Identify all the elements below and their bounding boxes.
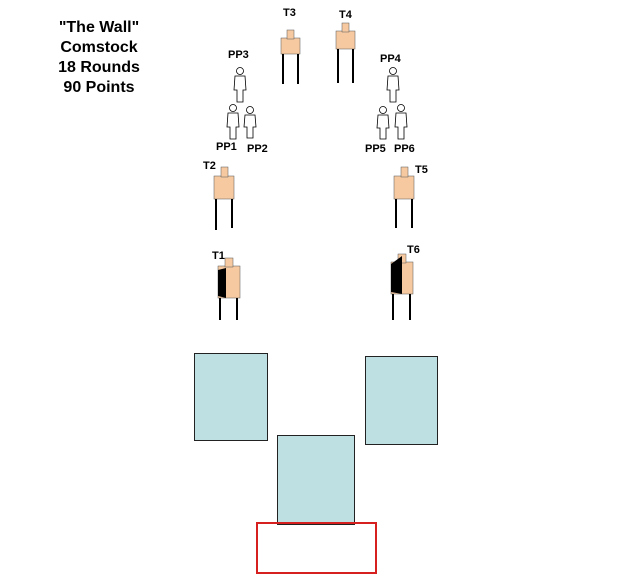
no-shoot-pp1-label: PP1 xyxy=(216,141,237,153)
target-t5-label: T5 xyxy=(415,164,428,176)
target-t6 xyxy=(390,253,414,320)
stage-round-count: 18 Rounds xyxy=(58,59,140,76)
barricade-left xyxy=(194,353,268,441)
no-shoot-pp1 xyxy=(226,104,240,140)
no-shoot-pp5-label: PP5 xyxy=(365,143,386,155)
target-t4 xyxy=(335,22,356,83)
no-shoot-pp3 xyxy=(233,67,247,103)
target-t3 xyxy=(280,29,301,84)
target-t6-label: T6 xyxy=(407,244,420,256)
no-shoot-pp3-label: PP3 xyxy=(228,49,249,61)
no-shoot-pp5 xyxy=(376,106,390,140)
target-t4-label: T4 xyxy=(339,9,352,21)
stage-scoring-type: Comstock xyxy=(60,39,138,56)
target-t5 xyxy=(393,166,415,228)
no-shoot-pp6-label: PP6 xyxy=(394,143,415,155)
barricade-right xyxy=(365,356,438,445)
target-t2-label: T2 xyxy=(203,160,216,172)
stage-title: "The Wall" xyxy=(58,19,140,36)
stage-title-block: "The Wall" Comstock 18 Rounds 90 Points xyxy=(40,18,158,98)
target-t1 xyxy=(217,257,241,320)
barricade-center xyxy=(277,435,355,525)
no-shoot-pp2-label: PP2 xyxy=(247,143,268,155)
shooting-box xyxy=(256,522,377,574)
no-shoot-pp6 xyxy=(394,104,408,140)
no-shoot-pp4 xyxy=(386,67,400,103)
target-t3-label: T3 xyxy=(283,7,296,19)
no-shoot-pp2 xyxy=(243,106,257,139)
stage-point-count: 90 Points xyxy=(63,79,135,96)
target-t2 xyxy=(213,166,235,230)
target-t1-label: T1 xyxy=(212,250,225,262)
no-shoot-pp4-label: PP4 xyxy=(380,53,401,65)
